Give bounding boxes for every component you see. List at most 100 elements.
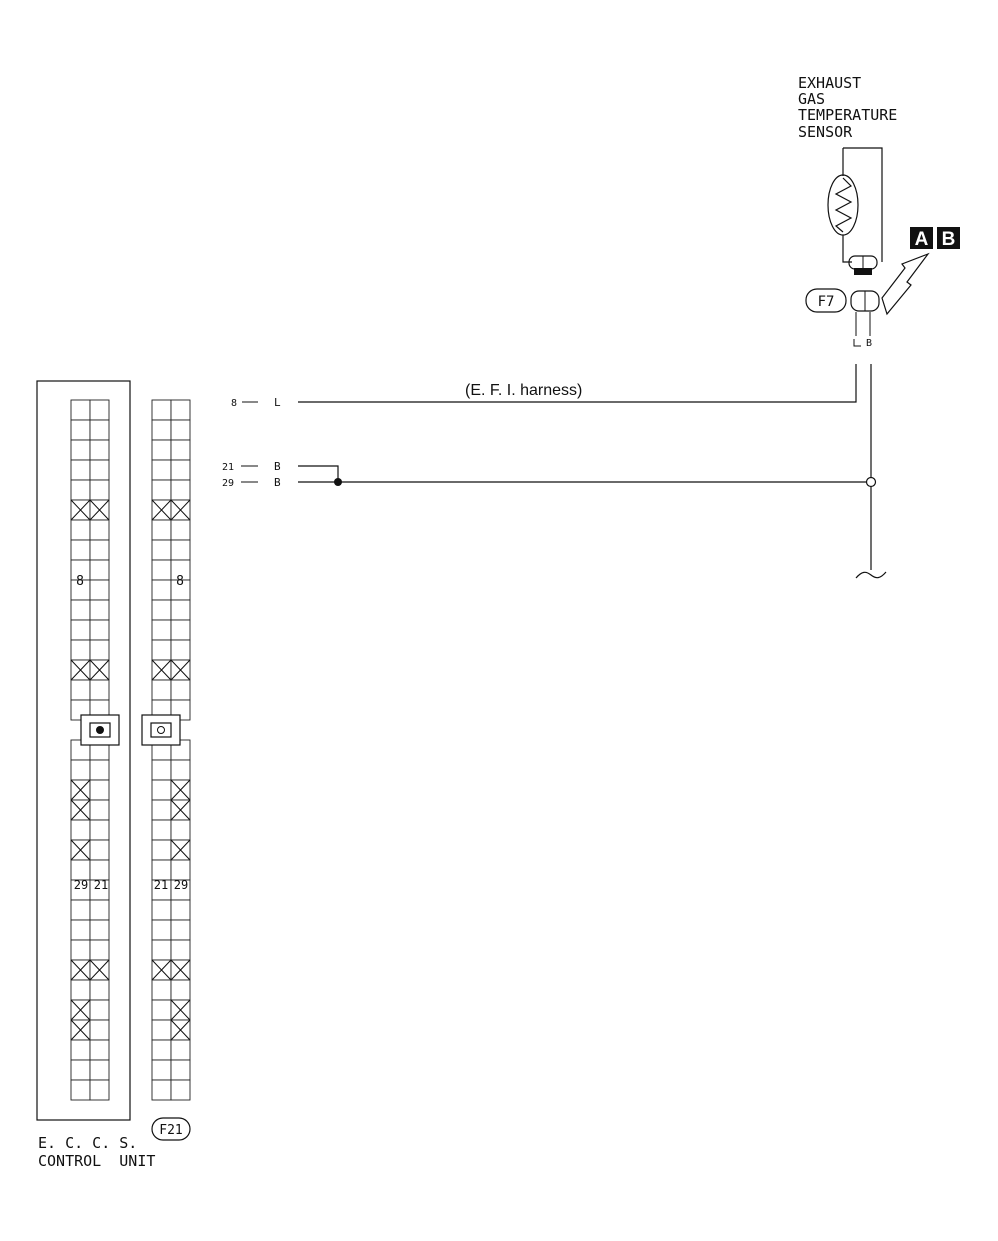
right-pin-cell	[151, 979, 172, 1001]
reference-arrow-icon	[881, 252, 930, 316]
unit-label-line-1: E. C. C. S.	[38, 1134, 137, 1152]
right-pin-cell	[170, 1079, 191, 1101]
left-pin-cell	[70, 399, 91, 421]
left-pin-cell	[89, 579, 110, 601]
left-pin-cell	[70, 639, 91, 661]
right-pin-cell	[151, 799, 172, 821]
sensor-title-line-1: EXHAUST	[798, 74, 861, 92]
right-pin-unused	[170, 1019, 191, 1041]
left-pin-cell	[70, 619, 91, 641]
left-pin-cell	[89, 819, 110, 841]
right-pin-cell	[170, 1039, 191, 1061]
right-pin-cell	[151, 899, 172, 921]
right-pin-cell	[151, 919, 172, 941]
left-pin-cell	[70, 439, 91, 461]
left-pin-cell	[89, 539, 110, 561]
right-pin-unused	[170, 499, 191, 521]
right-pin-cell	[151, 459, 172, 481]
left-pin-unused	[70, 999, 91, 1021]
right-pin-cell	[151, 439, 172, 461]
left-pin-cell	[89, 1039, 110, 1061]
left-pin-cell	[89, 1019, 110, 1041]
left-pin-cell	[70, 899, 91, 921]
right-pin-29: 29	[174, 878, 188, 892]
left-pin-cell	[70, 419, 91, 441]
connector-f7-badge	[805, 288, 847, 313]
left-pin-cell	[89, 839, 110, 861]
left-pin-cell	[70, 479, 91, 501]
sensor-title-line-4: SENSOR	[798, 123, 853, 141]
left-pin-cell	[70, 759, 91, 781]
right-pin-unused	[151, 499, 172, 521]
sensor-title-line-2: GAS	[798, 90, 825, 108]
left-pin-cell	[70, 519, 91, 541]
left-pin-unused	[70, 1019, 91, 1041]
left-pin-21: 21	[94, 878, 108, 892]
left-pin-cell	[89, 399, 110, 421]
right-pin-cell	[151, 999, 172, 1021]
right-connector-lock-dot	[157, 726, 165, 734]
right-pin-cell	[151, 939, 172, 961]
right-pin-cell	[170, 439, 191, 461]
left-pin-cell	[89, 979, 110, 1001]
badge-b-label: B	[942, 229, 956, 250]
sensor-plug-base	[854, 268, 872, 275]
right-pin-cell	[170, 519, 191, 541]
wire-8-pin: 8	[231, 398, 237, 409]
right-pin-cell	[170, 639, 191, 661]
left-pin-cell	[89, 559, 110, 581]
splice-dot	[334, 478, 342, 486]
left-pin-cell	[70, 679, 91, 701]
wire-29-color: B	[274, 476, 281, 489]
left-pin-cell	[89, 459, 110, 481]
left-pin-cell	[89, 939, 110, 961]
right-pin-cell	[170, 399, 191, 421]
control-unit-connector	[70, 399, 120, 1101]
left-pin-cell	[89, 1059, 110, 1081]
connector-f21-badge	[151, 1117, 191, 1141]
connector-f7: F7 B	[805, 288, 880, 349]
right-pin-cell	[151, 539, 172, 561]
left-pin-cell	[89, 1079, 110, 1101]
left-pin-cell	[89, 679, 110, 701]
sensor-title-line-3: TEMPERATURE	[798, 106, 897, 124]
right-pin-cell	[151, 819, 172, 841]
left-pin-cell	[70, 1039, 91, 1061]
left-pin-cell	[70, 539, 91, 561]
right-pin-21: 21	[154, 878, 168, 892]
junction-circle	[865, 476, 877, 488]
left-pin-cell	[70, 819, 91, 841]
right-pin-cell	[151, 1019, 172, 1041]
harness-connector-f21	[141, 399, 191, 1101]
right-pin-cell	[151, 839, 172, 861]
left-pin-unused	[70, 659, 91, 681]
right-pin-cell	[151, 639, 172, 661]
left-pin-cell	[70, 459, 91, 481]
right-pin-cell	[170, 539, 191, 561]
right-pin-cell	[151, 759, 172, 781]
right-pin-cell	[151, 619, 172, 641]
left-pin-cell	[89, 599, 110, 621]
right-pin-cell	[151, 679, 172, 701]
sensor-wire-color: B	[866, 338, 872, 349]
right-pin-cell	[151, 519, 172, 541]
left-pin-cell	[89, 899, 110, 921]
right-pin-cell	[170, 919, 191, 941]
right-pin-8: 8	[176, 574, 184, 589]
left-pin-cell	[89, 859, 110, 881]
left-connector-lock-dot	[96, 726, 104, 734]
right-pin-unused	[151, 659, 172, 681]
wire-21-color: B	[274, 460, 281, 473]
trunk-break	[855, 571, 887, 579]
left-pin-unused	[70, 839, 91, 861]
sensor-symbol	[827, 147, 883, 275]
harness-label: (E. F. I. harness)	[465, 382, 582, 399]
right-pin-cell	[151, 399, 172, 421]
left-pin-cell	[89, 439, 110, 461]
sensor-lead-outer	[843, 147, 883, 262]
right-pin-cell	[151, 599, 172, 621]
left-pin-cell	[89, 799, 110, 821]
wire-8-line	[298, 364, 857, 403]
badge-a	[910, 227, 933, 249]
